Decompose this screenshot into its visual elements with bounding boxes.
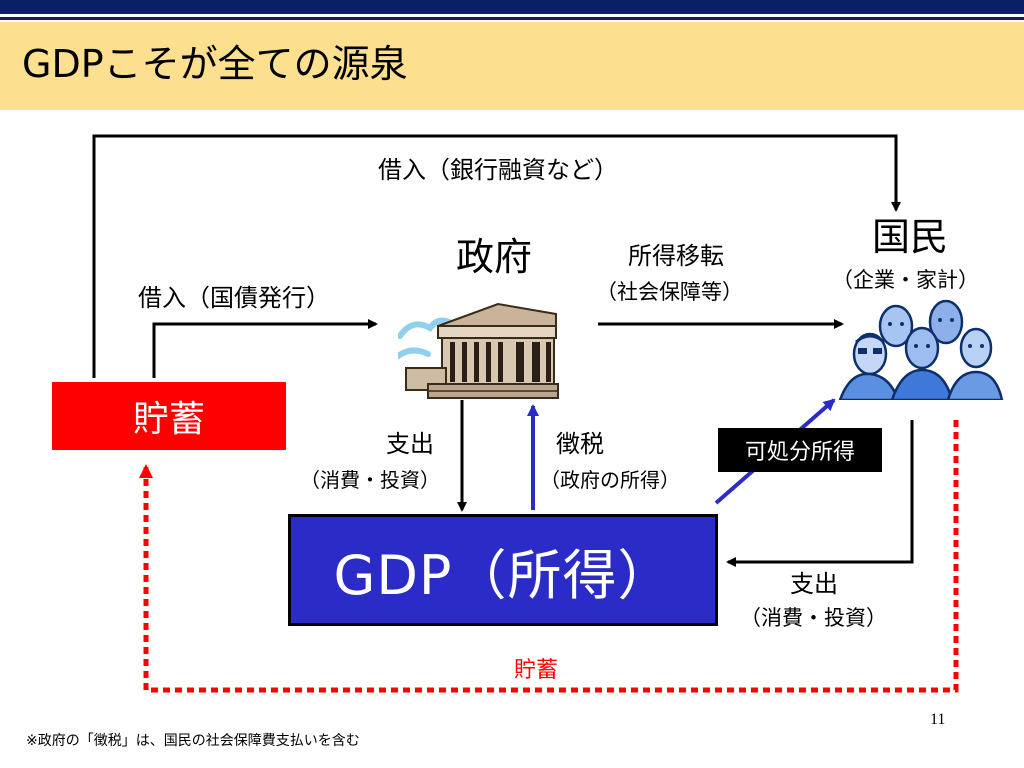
gov-spending-sublabel: （消費・投資） xyxy=(300,468,440,492)
citizen-spending-arrow xyxy=(726,420,914,567)
citizen-spending-sublabel: （消費・投資） xyxy=(740,606,887,630)
government-building-icon xyxy=(398,302,559,399)
disposable-income-label: 可処分所得 xyxy=(744,440,855,465)
transfer-sublabel: （社会保障等） xyxy=(596,280,743,304)
header-rule xyxy=(0,17,1024,20)
taxation-sublabel: （政府の所得） xyxy=(540,468,680,492)
bank-loan-arrow xyxy=(92,134,901,378)
gov-spending-label: 支出 xyxy=(386,430,434,458)
taxation-label: 徴税 xyxy=(556,430,604,458)
savings-box: 貯蓄 xyxy=(52,382,286,450)
people-group-icon xyxy=(838,299,1004,400)
savings-box-label: 貯蓄 xyxy=(132,399,205,440)
bank-loan-label: 借入（銀行融資など） xyxy=(378,156,618,184)
bond-issue-label: 借入（国債発行） xyxy=(138,284,330,312)
gdp-box: GDP（所得） xyxy=(288,514,718,626)
disposable-income-box: 可処分所得 xyxy=(718,428,882,472)
savings-flow-label: 貯蓄 xyxy=(514,658,559,683)
gdp-box-label: GDP（所得） xyxy=(333,543,673,607)
citizens-sublabel: （企業・家計） xyxy=(832,268,979,292)
government-label: 政府 xyxy=(456,235,533,279)
savings-loop-arrow xyxy=(139,420,959,693)
footnote: ※政府の「徴税」は、国民の社会保障費支払いを含む xyxy=(26,733,360,749)
transfer-label: 所得移転 xyxy=(628,242,724,270)
title-band xyxy=(0,22,1024,110)
page-number: 11 xyxy=(930,711,946,728)
bond-issue-arrow xyxy=(152,319,378,378)
citizen-spending-label: 支出 xyxy=(790,570,838,598)
citizens-label: 国民 xyxy=(872,215,949,259)
header-bar xyxy=(0,0,1024,14)
slide-title: GDPこそが全ての源泉 xyxy=(22,42,408,86)
